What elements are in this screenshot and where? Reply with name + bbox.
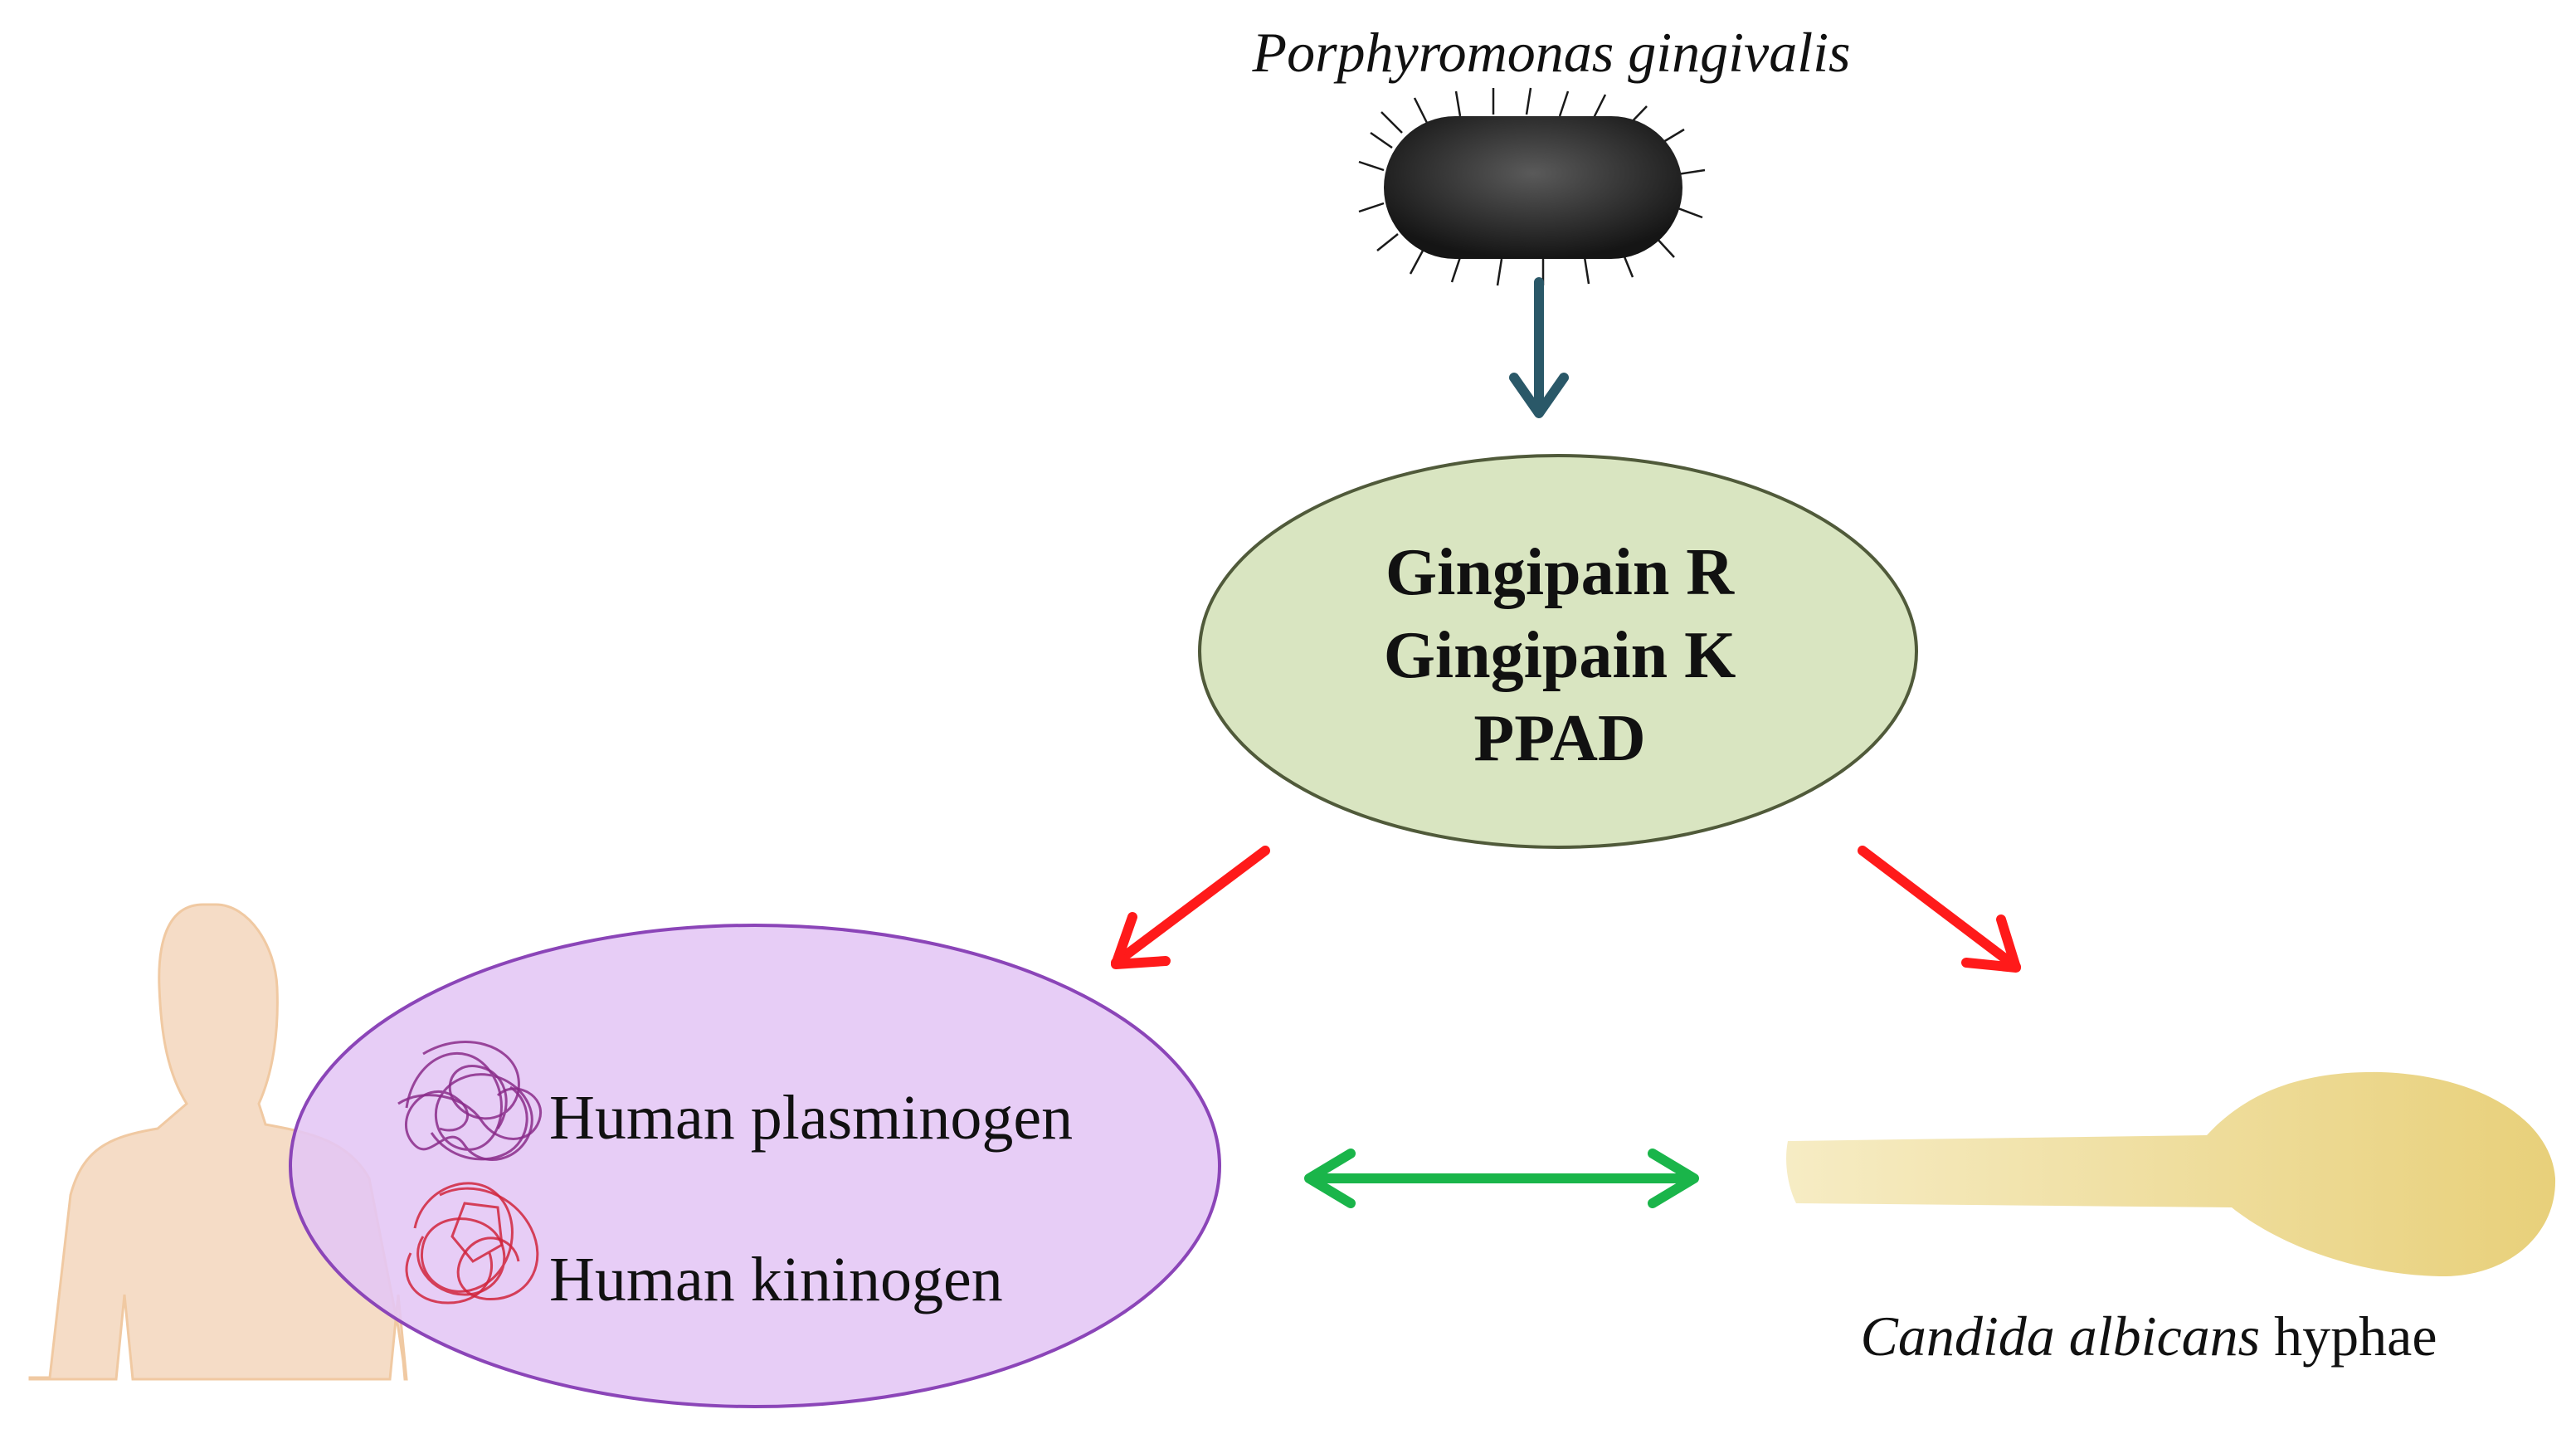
- bacterium-to-enzymes-arrow: [1509, 277, 1569, 418]
- human-silhouette-icon: [28, 903, 408, 1381]
- hyphae-form-label: hyphae: [2274, 1305, 2437, 1368]
- protein-label-kininogen: Human kininogen: [549, 1245, 1003, 1314]
- enzyme-ppad: PPAD: [1473, 702, 1646, 775]
- interaction-double-arrow: [1304, 1149, 1699, 1208]
- plasminogen-coil-icon: [397, 1041, 543, 1161]
- bacterium-icon: [1358, 87, 1706, 286]
- kininogen-coil-icon: [405, 1182, 539, 1305]
- enzyme-gingipain-k: Gingipain K: [1383, 619, 1736, 692]
- hyphae-name: Candida albicans hyphae: [1809, 1299, 2489, 1373]
- hyphae-species-name: Candida albicans: [1860, 1305, 2261, 1368]
- protein-label-plasminogen: Human plasminogen: [549, 1083, 1074, 1153]
- enzyme-ellipse: [1198, 454, 1918, 849]
- enzyme-list: Gingipain R Gingipain K PPAD: [1228, 531, 1892, 780]
- hyphae-icon: [1786, 1071, 2556, 1277]
- enzymes-to-host-arrow: [1111, 846, 1270, 969]
- bacterium-name: Porphyromonas gingivalis: [1252, 21, 1851, 84]
- host-protein-ellipse: [289, 924, 1221, 1408]
- enzyme-gingipain-r: Gingipain R: [1385, 536, 1735, 609]
- enzymes-to-hyphae-arrow: [1858, 846, 2021, 973]
